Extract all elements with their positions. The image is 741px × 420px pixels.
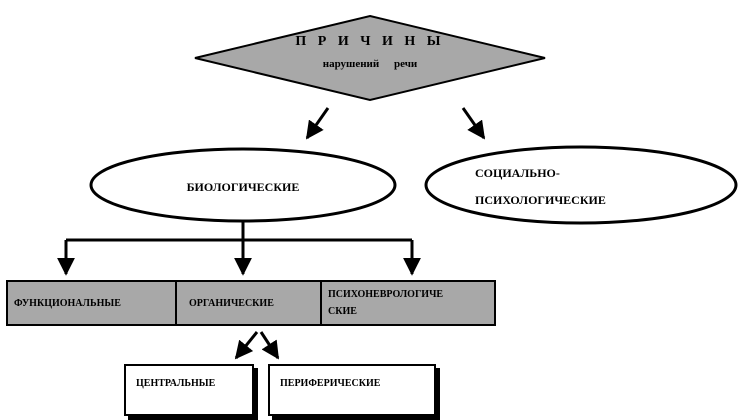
category-functional: ФУНКЦИОНАЛЬНЫЕ: [14, 297, 121, 309]
biological-label: БИОЛОГИЧЕСКИЕ: [186, 180, 300, 194]
social-ellipse: [424, 145, 738, 225]
root-title: П Р И Ч И Н Ы: [295, 34, 445, 49]
arrow-to-central: [234, 331, 259, 360]
arrow-to-biological: [305, 107, 330, 140]
box-peripheral: ПЕРИФЕРИЧЕСКИЕ: [268, 364, 436, 416]
box-central: ЦЕНТРАЛЬНЫЕ: [124, 364, 254, 416]
root-diamond: [194, 14, 546, 102]
social-label: СОЦИАЛЬНО- ПСИХОЛОГИЧЕСКИЕ: [475, 160, 675, 214]
social-label-line2: ПСИХОЛОГИЧЕСКИЕ: [475, 193, 606, 207]
root-label: П Р И Ч И Н Ы нарушений речи: [230, 34, 510, 70]
category-psychoneuro: ПСИХОНЕВРОЛОГИЧЕ СКИЕ: [320, 282, 494, 324]
arrow-to-peripheral: [259, 331, 280, 360]
category-psychoneuro-line2: СКИЕ: [328, 306, 357, 317]
root-subtitle: нарушений речи: [322, 58, 418, 70]
category-psychoneuro-line1: ПСИХОНЕВРОЛОГИЧЕ: [328, 289, 444, 300]
arrow-to-social: [461, 107, 486, 140]
category-organic: ОРГАНИЧЕСКИЕ: [175, 282, 320, 324]
social-label-line1: СОЦИАЛЬНО-: [475, 166, 560, 180]
category-row: ФУНКЦИОНАЛЬНЫЕ ОРГАНИЧЕСКИЕ ПСИХОНЕВРОЛО…: [6, 280, 496, 326]
